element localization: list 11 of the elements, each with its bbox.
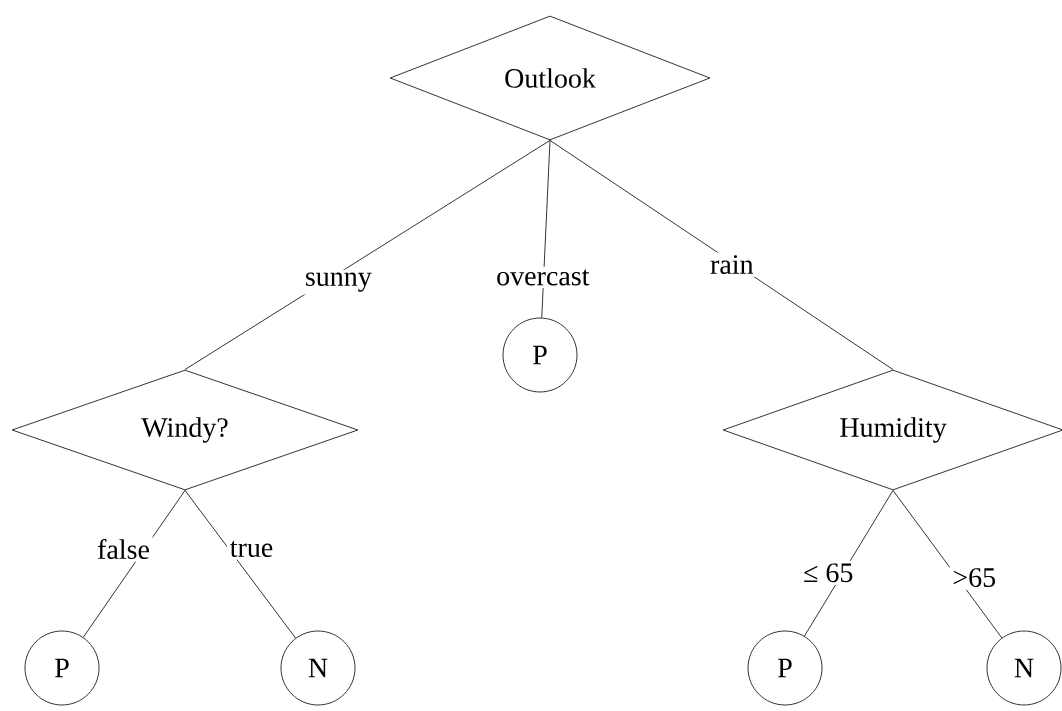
edge-label: >65 [949,565,999,590]
edge-label: rain [707,252,757,277]
edge-label: true [227,538,276,560]
branch-line [184,490,296,639]
branch-line [549,140,894,370]
edge-label: sunny [302,269,375,295]
branch-line [184,140,551,370]
edge-label: overcast [493,266,593,289]
edge-label: false [94,536,153,562]
branch-line [541,140,551,319]
edge-label: ≤ 65 [800,560,857,585]
